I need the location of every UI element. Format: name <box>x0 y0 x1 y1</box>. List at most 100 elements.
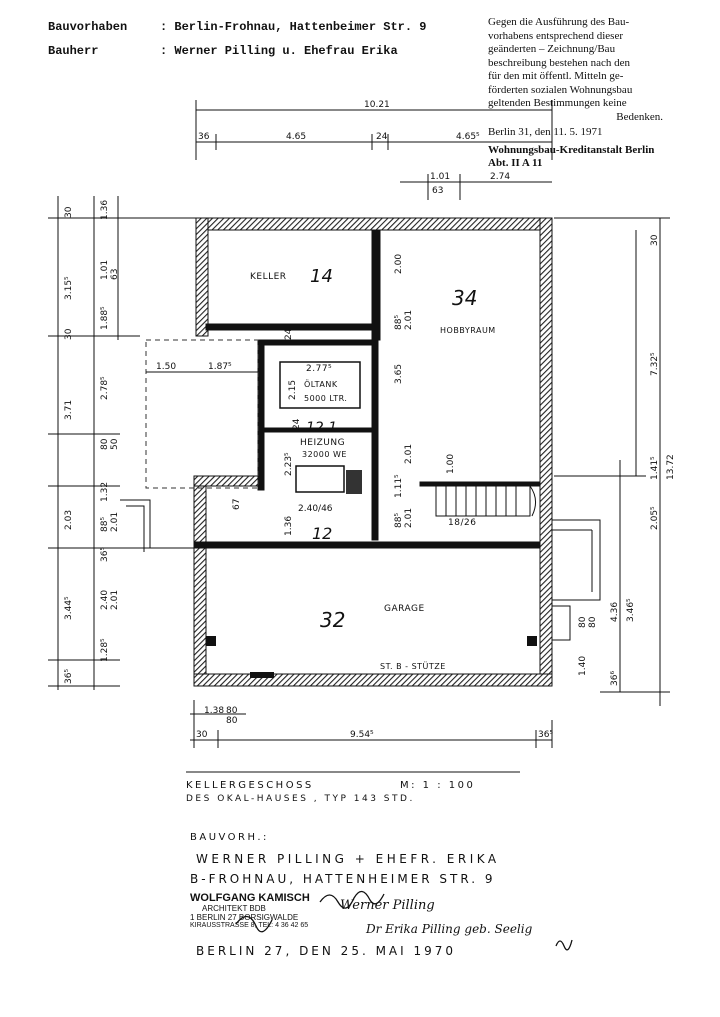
stamp-line: förderten sozialen Wohnungsbau <box>488 83 633 96</box>
stamp-line: geänderten – Zeichnung/Bau <box>488 43 616 55</box>
header-value-bauvorhaben: : Berlin-Frohnau, Hattenbeimer Str. 9 <box>160 20 427 34</box>
dim-top-63: 63 <box>432 186 444 196</box>
dim-bottom-total: 9.54⁵ <box>350 730 374 740</box>
dim-inner: 3.65 <box>394 363 404 384</box>
footer-owner: WERNER PILLING + EHEFR. ERIKA <box>196 852 500 866</box>
boiler-outline <box>295 465 345 493</box>
dim-left-v: 2.03 <box>64 509 74 530</box>
dim-left-v: 30 <box>64 206 74 218</box>
dim-left-v: 2.40 <box>100 589 110 610</box>
dim-right-v: 30 <box>650 234 660 246</box>
dim-inner: 2.01 <box>404 507 414 528</box>
dim-top-mid: 24 <box>376 132 388 142</box>
dim-top-36: 36 <box>198 132 210 142</box>
dim-right-v: 13.72 <box>666 454 676 480</box>
dim-left-v: 1.01 <box>100 259 110 280</box>
dim-right-v: 3.46⁵ <box>626 598 636 622</box>
dim-left-v: 1.32 <box>100 481 110 502</box>
dim-bottom-30: 30 <box>196 730 208 740</box>
dim-inner: 2.15 <box>288 379 298 400</box>
oil-tank-outline <box>279 361 361 409</box>
footer-bauvorh: BAUVORH.: <box>190 832 269 843</box>
dim-bottom-right: 36⁵ <box>538 730 554 740</box>
dim-inner: 67 <box>232 498 242 510</box>
architect-name: WOLFGANG KAMISCH <box>190 892 310 904</box>
dim-left-v: 1.36 <box>100 199 110 220</box>
dim-left-v: 2.01 <box>110 589 120 610</box>
dim-top-right: 4.65⁵ <box>456 132 480 142</box>
dim-left-v: 36⁵ <box>100 546 110 562</box>
bottom-dimension-lines <box>190 700 553 748</box>
room-keller-label: KELLER <box>250 272 287 282</box>
header-value-bauherr: : Werner Pilling u. Ehefrau Erika <box>160 44 398 58</box>
dim-left-v: 2.78⁵ <box>100 376 110 400</box>
dashed-outline <box>145 339 259 489</box>
caption-subtitle: DES OKAL-HAUSES , TYP 143 STD. <box>186 794 415 804</box>
left-dimension-lines <box>48 196 258 690</box>
dim-right-v: 80 <box>578 616 588 628</box>
dim-left-v: 30 <box>64 328 74 340</box>
stamp-date: Berlin 31, den 11. 5. 1971 <box>488 126 603 138</box>
side-entrance <box>552 519 601 641</box>
dim-left-150: 1.50 <box>156 362 177 372</box>
dim-inner: 88⁵ <box>394 512 404 528</box>
footer-address: B-FROHNAU, HATTENHEIMER STR. 9 <box>190 872 496 886</box>
architect-city: 1 BERLIN 27 BORSIGWALDE <box>190 913 299 922</box>
dim-left-v: 1.88⁵ <box>100 306 110 330</box>
architect-street: KIRAUSSTRASSE 8, TEL: 4 36 42 65 <box>190 922 309 929</box>
header-label-bauvorhaben: Bauvorhaben <box>48 20 128 34</box>
staircase <box>435 485 536 517</box>
dim-bottom-138: 1.38 <box>204 706 225 716</box>
dim-inner: 1.00 <box>446 453 456 474</box>
dim-right-v: 1.41⁵ <box>650 456 660 480</box>
dim-left-v: 50 <box>110 438 120 450</box>
dim-inner: 1.11⁵ <box>394 474 404 498</box>
dim-bottom-80b: 80 <box>226 716 238 726</box>
stamp-line: beschreibung bestehen nach den <box>488 56 631 69</box>
stuetze-label: ST. B - STÜTZE <box>380 662 446 671</box>
oeltank-dim: 2.77⁵ <box>306 364 333 374</box>
dim-right-v: 80 <box>588 616 598 628</box>
dim-left-v: 3.15⁵ <box>64 276 74 300</box>
dim-top-274: 2.74 <box>490 172 511 182</box>
dim-inner: 2.00 <box>394 253 404 274</box>
dim-top-total: 10.21 <box>364 100 390 110</box>
dim-right-v: 4.36 <box>610 601 620 622</box>
dim-right-v: 36⁶ <box>610 670 620 686</box>
stamp-line: Bedenken. <box>616 110 663 123</box>
room-keller-number: 14 <box>310 266 333 287</box>
dim-inner: 24 <box>284 328 294 340</box>
dim-top-101: 1.01 <box>430 172 451 182</box>
dim-right-v: 2.05⁵ <box>650 506 660 530</box>
top-dimension-lines <box>195 100 553 200</box>
dim-inner: 1.36 <box>284 515 294 536</box>
caption-title: KELLERGESCHOSS <box>186 780 314 791</box>
garage-label: GARAGE <box>384 604 425 614</box>
right-dimension-lines <box>554 217 670 706</box>
dim-inner: 2.01 <box>404 309 414 330</box>
dim-left-v: 88⁵ <box>100 516 110 532</box>
approval-stamp: Gegen die Ausführung des Bau- vorhabens … <box>488 16 703 171</box>
oeltank-label: ÖLTANK <box>304 380 338 389</box>
dim-inner: 2.40/46 <box>298 504 333 514</box>
header-label-bauherr: Bauherr <box>48 44 99 58</box>
dim-left-v: 36⁵ <box>64 668 74 684</box>
oeltank-capacity: 5000 LTR. <box>304 394 348 403</box>
signature-scribbles <box>235 890 573 951</box>
stamp-line: vorhabens entsprechend dieser <box>488 29 624 42</box>
dim-top-left: 4.65 <box>286 132 307 142</box>
dim-right-v: 1.40 <box>578 655 588 676</box>
room-hobby-number: 34 <box>452 286 478 310</box>
signature-erika: Dr Erika Pilling geb. Seelig <box>366 922 533 936</box>
stamp-line: für den mit öffentl. Mitteln ge- <box>488 70 624 82</box>
architect-title: ARCHITEKT BDB <box>202 904 266 913</box>
garage-number: 32 <box>320 608 346 632</box>
dim-inner: 2.23⁵ <box>284 452 294 476</box>
interior-walls <box>193 229 541 549</box>
dim-right-v: 7.32⁵ <box>650 352 660 376</box>
dim-inner: 2.01 <box>404 443 414 464</box>
dim-left-v: 80 <box>100 438 110 450</box>
heizung-capacity: 32000 WE <box>302 450 347 459</box>
dim-bottom-80: 80 <box>226 706 238 716</box>
